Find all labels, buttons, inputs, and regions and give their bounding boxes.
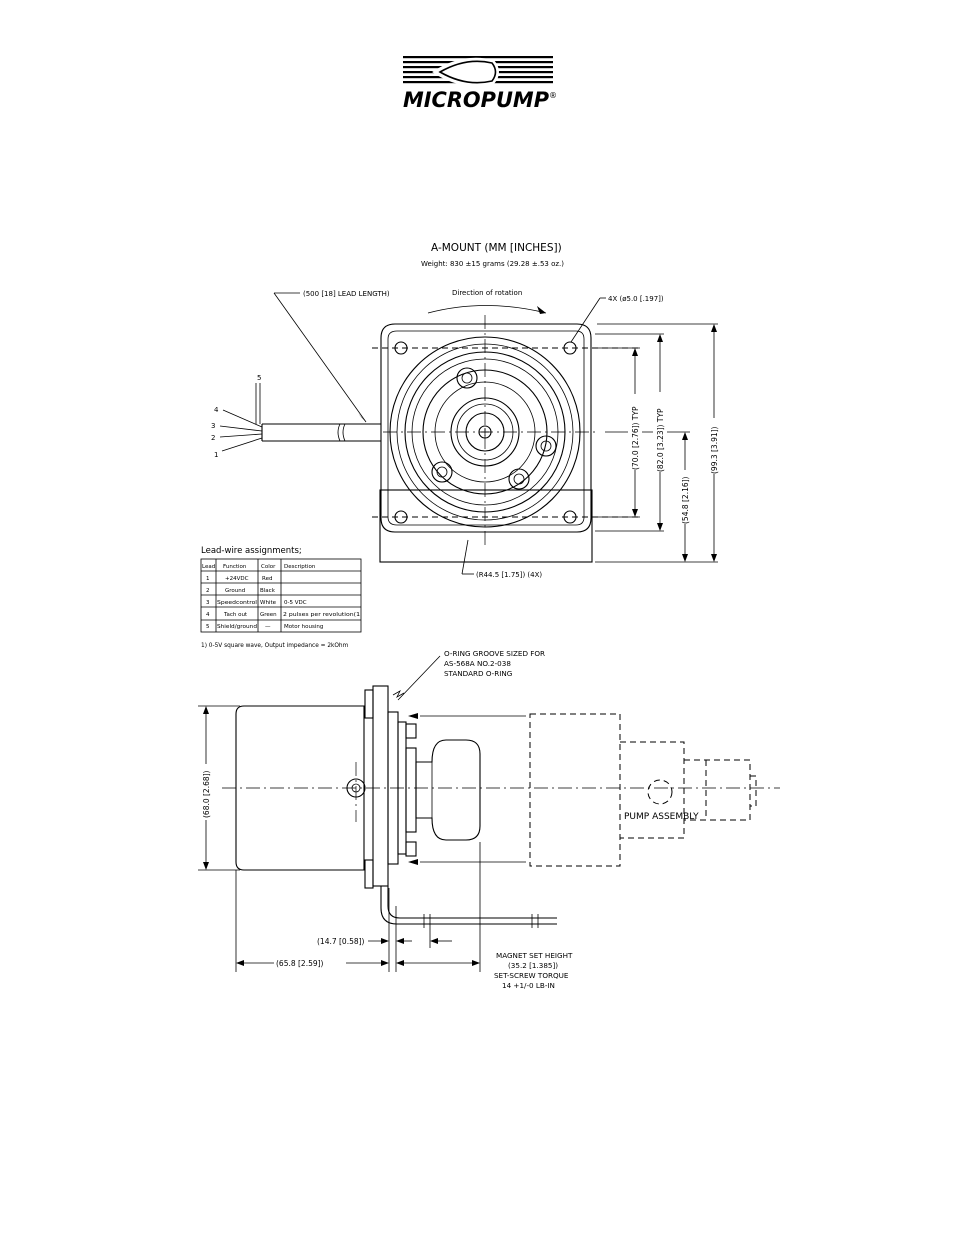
- lead-number-4: 4: [214, 406, 219, 414]
- table-cell: 2: [206, 588, 210, 594]
- micropump-logo: MICROPUMP ®: [403, 56, 557, 112]
- front-dimensions: [595, 323, 721, 563]
- view-title: A-MOUNT (MM [INCHES]): [431, 242, 562, 254]
- lead-table-title: Lead-wire assignments;: [201, 546, 302, 556]
- weight-note: Weight: 830 ±15 grams (29.28 ±.53 oz.): [421, 260, 564, 268]
- dim-54-8: (54.8 [2.16]): [681, 476, 690, 524]
- lead-number-2: 2: [211, 434, 215, 442]
- lead-number-5: 5: [257, 374, 261, 382]
- dim-99-3: (99.3 [3.91]): [710, 426, 719, 474]
- table-cell: Black: [260, 588, 276, 594]
- front-view: [372, 315, 640, 563]
- logo-registered: ®: [549, 91, 557, 100]
- oring-note-1: O-RING GROOVE SIZED FOR: [444, 649, 545, 658]
- pump-assembly-label: PUMP ASSEMBLY: [624, 812, 699, 822]
- table-cell: Tach out: [223, 612, 248, 618]
- table-cell: White: [260, 600, 277, 606]
- lead-number-1: 1: [214, 451, 218, 459]
- table-cell: Green: [260, 612, 277, 618]
- rotation-label: Direction of rotation: [452, 289, 522, 297]
- table-cell: Shield/ground: [217, 624, 257, 630]
- lead-length-callout: (500 [18] LEAD LENGTH): [303, 290, 390, 298]
- lead-table: [200, 558, 362, 633]
- table-cell: +24VDC: [225, 576, 249, 582]
- magnet-note-3: SET-SCREW TORQUE: [494, 971, 569, 980]
- table-cell: 1: [206, 576, 210, 582]
- dim-82: (82.0 [3.23]) TYP: [656, 408, 665, 472]
- table-header-description: Description: [284, 564, 316, 570]
- rotation-arrow: [427, 305, 547, 314]
- dim-68: (68.0 [2.68]): [202, 770, 211, 818]
- holes-callout: 4X (ø5.0 [.197]): [608, 295, 664, 303]
- table-cell: 3: [206, 600, 210, 606]
- table-cell: 5: [206, 624, 210, 630]
- table-cell: Speedcontrol: [217, 600, 258, 606]
- table-cell: 0-5 VDC: [284, 600, 307, 606]
- logo-text: MICROPUMP: [403, 88, 550, 112]
- table-cell: 2 pulses per revolution(1: [283, 612, 360, 618]
- side-view: [198, 655, 780, 972]
- table-footnote: 1) 0-5V square wave, Output impedance = …: [201, 643, 349, 649]
- oring-note-3: STANDARD O-RING: [444, 669, 512, 678]
- dim-70: (70.0 [2.76]) TYP: [631, 406, 640, 470]
- table-header-color: Color: [261, 564, 276, 570]
- table-cell: 4: [206, 612, 210, 618]
- dim-14-7: (14.7 [0.58]): [317, 937, 365, 946]
- oring-note-2: AS-568A NO.2-038: [444, 659, 511, 668]
- magnet-note-1: MAGNET SET HEIGHT: [496, 951, 573, 960]
- table-cell: Red: [262, 576, 272, 582]
- lead-cable: [219, 383, 381, 452]
- table-cell: Ground: [225, 588, 245, 594]
- radius-callout: (R44.5 [1.75]) (4X): [476, 571, 542, 579]
- table-cell: —: [265, 624, 271, 630]
- table-cell: Motor housing: [284, 624, 323, 630]
- magnet-note-4: 14 +1/-0 LB-IN: [502, 981, 555, 990]
- magnet-note-2: (35.2 [1.385]): [508, 961, 558, 970]
- table-header-function: Function: [223, 564, 247, 570]
- lead-number-3: 3: [211, 422, 215, 430]
- table-header-lead: Lead: [202, 564, 215, 570]
- dim-65-8: (65.8 [2.59]): [276, 959, 324, 968]
